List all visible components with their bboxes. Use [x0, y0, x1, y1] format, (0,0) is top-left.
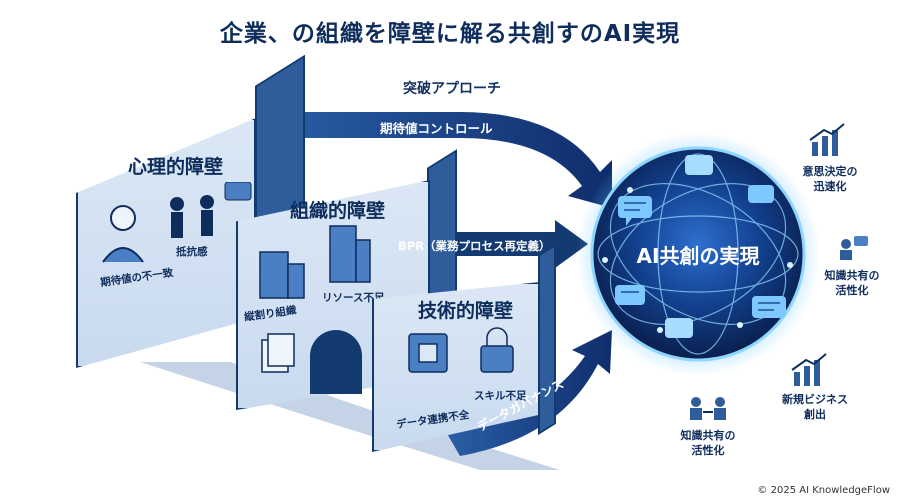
bar-chart-up-icon-2: [791, 353, 827, 386]
people-share-icon: [840, 236, 868, 260]
globe-label: AI共創の実現: [636, 244, 760, 268]
wall-3-side: [538, 243, 556, 435]
wall-1-title: 心理的障壁: [128, 156, 224, 178]
chat-bubble-icon: [224, 182, 252, 201]
approach-title: 突破アプローチ: [403, 81, 501, 97]
wall-2-title: 組織的障壁: [290, 200, 386, 222]
copyright-text: © 2025 AI KnowledgeFlow: [757, 485, 890, 496]
wall-2-label-2: リソース不足: [322, 292, 385, 304]
top-arrow-shape: [262, 112, 612, 208]
wall-1-label-2: 抵抗感: [176, 246, 208, 258]
chip-icon: [408, 333, 448, 373]
wall-3-icons: [408, 327, 514, 373]
wall-2-archway: [310, 330, 362, 394]
outcome-label-3: 新規ビジネス 創出: [782, 393, 848, 421]
wall-1-icons: [102, 182, 252, 263]
arrow-label-expectation: 期待値コントロール: [380, 121, 493, 136]
people-exchange-icon: [690, 397, 726, 420]
wall-3-title: 技術的障壁: [418, 300, 514, 322]
wall-3-label-2: スキル不足: [474, 390, 527, 402]
building-icon: [259, 251, 305, 299]
tall-building-icon: [329, 225, 371, 283]
arrow-label-bpr: BPR（業務プロセス再定義）: [398, 239, 551, 253]
wall-2-icons: [259, 225, 371, 373]
worried-person-icon: [102, 205, 144, 263]
globe-chat-bubbles: [615, 155, 786, 338]
bar-chart-up-icon: [809, 123, 845, 156]
page-title: 企業、の組織を障壁に解る共創すのAI実現: [219, 21, 681, 47]
outcome-label-2: 知識共有の 活性化: [824, 269, 880, 297]
document-icon: [261, 333, 295, 373]
outcome-label-1: 意思決定の 迅速化: [802, 165, 858, 193]
resisting-people-icon: [170, 195, 214, 238]
lock-icon: [480, 327, 514, 373]
outcome-label-4: 知識共有の 活性化: [680, 429, 736, 457]
